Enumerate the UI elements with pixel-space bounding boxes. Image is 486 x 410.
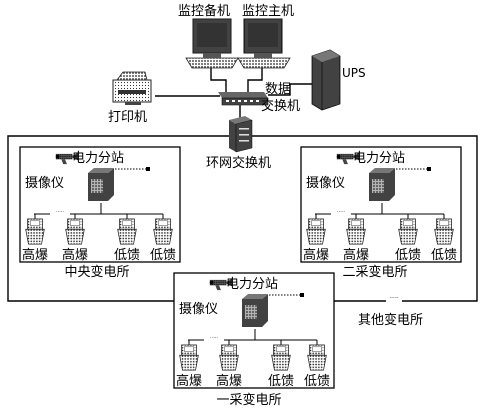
substation-name: 一采变电所 (216, 392, 281, 408)
printer-label: 打印机 (108, 110, 147, 125)
bus-ellipsis: ····· (337, 209, 345, 215)
ups-unit (311, 49, 341, 111)
monitor-backup-computer (185, 18, 239, 69)
other-substations-dots: ····· (389, 295, 399, 302)
device-label: 低馈 (304, 374, 330, 389)
bus-ellipsis: ····· (56, 209, 64, 215)
substations: 电力分站摄像仪·····高爆高爆低馈低馈中央变电所电力分站摄像仪·····高爆高… (19, 146, 462, 408)
device-label: 低馈 (150, 248, 176, 263)
device-label: 低馈 (114, 248, 140, 263)
low-voltage-feeder-icon (434, 218, 454, 245)
camera-label: 摄像仪 (25, 176, 64, 191)
substation-second-mining: 电力分站摄像仪·····高爆高爆低馈低馈二采变电所 (300, 146, 462, 280)
substation-first-mining: 电力分站摄像仪 ····· 高爆高爆 低馈低馈一采变电所 (173, 272, 335, 408)
substation-frame (300, 146, 462, 263)
low-voltage-feeder-icon (307, 344, 327, 371)
device-label: 高爆 (216, 373, 242, 389)
device-label: 高爆 (176, 373, 202, 389)
ups-label: UPS (342, 66, 366, 80)
monitor-main-computer (237, 18, 291, 69)
substation-frame (173, 272, 335, 389)
low-voltage-feeder-icon (153, 218, 173, 245)
camera-link-node (300, 293, 304, 297)
data-switch-device (218, 92, 269, 106)
printer-device (112, 71, 152, 105)
data-switch-label-line1: 数据 (265, 82, 291, 97)
ring-switch-label: 环网交换机 (206, 155, 271, 171)
bus-ellipsis: ····· (210, 335, 218, 341)
other-substations-label: 其他变电所 (358, 312, 423, 328)
power-station-label: 电力分站 (226, 277, 278, 292)
device-label: 高爆 (343, 247, 369, 263)
camera-link-node (146, 167, 150, 171)
device-label: 高爆 (22, 247, 48, 263)
high-voltage-switch-icon (65, 218, 85, 245)
low-voltage-feeder-icon (398, 218, 418, 245)
monitor-backup-label: 监控备机 (178, 3, 230, 19)
substation-frame (19, 146, 181, 263)
high-voltage-switch-icon (346, 218, 366, 245)
power-station-label: 电力分站 (353, 151, 405, 166)
device-label: 低馈 (268, 374, 294, 389)
substation-central: 电力分站摄像仪·····高爆高爆低馈低馈中央变电所 (19, 146, 181, 280)
device-label: 高爆 (62, 247, 88, 263)
high-voltage-switch-icon (306, 218, 326, 245)
low-voltage-feeder-icon (117, 218, 137, 245)
power-station-label: 电力分站 (72, 151, 124, 166)
low-voltage-feeder-icon (271, 344, 291, 371)
data-switch-label-line2: 交换机 (261, 98, 300, 114)
high-voltage-switch-icon (179, 344, 199, 371)
substation-name: 二采变电所 (342, 264, 407, 280)
camera-label: 摄像仪 (179, 302, 218, 317)
device-label: 高爆 (303, 247, 329, 263)
camera-label: 摄像仪 (306, 176, 345, 191)
power-station-icon (369, 168, 395, 201)
camera-link-node (427, 167, 431, 171)
power-station-icon (88, 168, 114, 201)
device-label: 低馈 (395, 248, 421, 263)
device-label: 低馈 (431, 248, 457, 263)
high-voltage-switch-icon (25, 218, 45, 245)
power-station-icon (242, 294, 268, 327)
substation-name: 中央变电所 (64, 264, 129, 280)
high-voltage-switch-icon (219, 344, 239, 371)
ring-switch-device (229, 116, 253, 153)
monitor-main-label: 监控主机 (242, 4, 294, 19)
